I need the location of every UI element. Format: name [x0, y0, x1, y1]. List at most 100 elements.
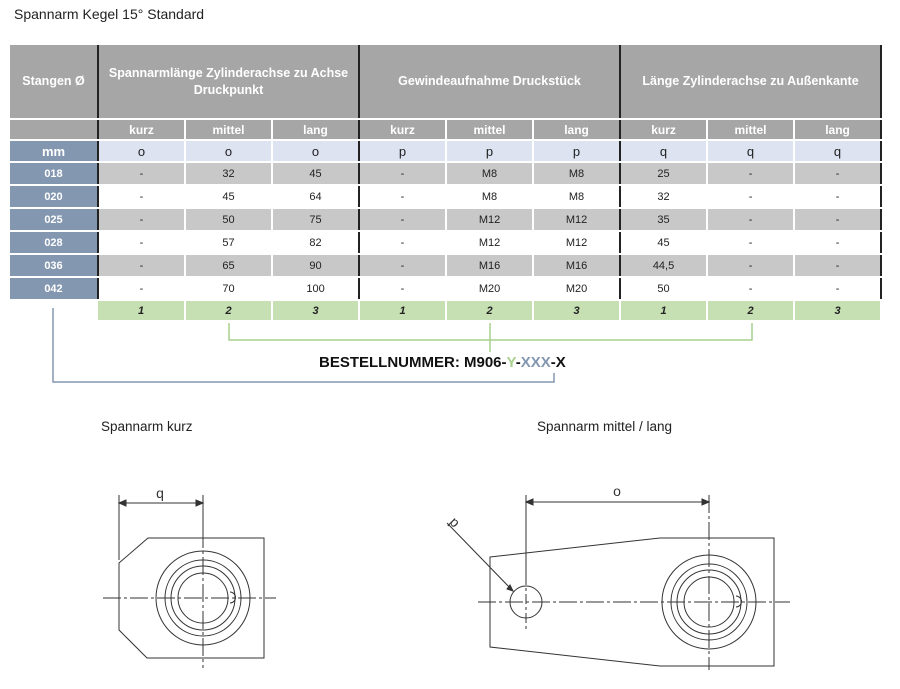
spec-table: Stangen Ø Spannarmlänge Zylinderachse zu… — [10, 45, 883, 322]
table-row: 028 - 57 82 - M12 M12 45 - - — [10, 231, 883, 255]
table-cell: 50 — [620, 277, 709, 301]
table-cell: 45 — [272, 162, 361, 186]
table-cell: - — [98, 208, 186, 232]
table-cell: M16 — [446, 254, 535, 278]
table-cell: - — [98, 254, 186, 278]
table-row: 042 - 70 100 - M20 M20 50 - - — [10, 277, 883, 301]
table-cell: 82 — [272, 231, 361, 255]
subheader-cell: lang — [794, 119, 883, 141]
table-cell: - — [707, 254, 796, 278]
order-separator: - — [515, 354, 521, 371]
table-cell: - — [707, 162, 796, 186]
table-cell: M12 — [533, 208, 622, 232]
table-cell: 100 — [272, 277, 361, 301]
symbol-cell: q — [794, 140, 883, 163]
subheader-cell: kurz — [98, 119, 186, 141]
footer-index: 3 — [272, 300, 361, 322]
table-cell: M16 — [533, 254, 622, 278]
row-diameter: 036 — [10, 254, 99, 278]
table-cell: 65 — [185, 254, 273, 278]
order-prefix: BESTELLNUMMER: M906- — [319, 354, 507, 371]
table-cell: - — [359, 185, 448, 209]
order-suffix: -X — [550, 354, 566, 371]
row-diameter: 025 — [10, 208, 99, 232]
table-cell: - — [359, 231, 448, 255]
table-cell: 35 — [620, 208, 709, 232]
header-stangen: Stangen Ø — [10, 45, 99, 120]
row-diameter: 018 — [10, 162, 99, 186]
table-cell: 64 — [272, 185, 361, 209]
footer-index: 3 — [794, 300, 883, 322]
blue-connector — [52, 308, 555, 383]
subheader-cell: lang — [272, 119, 361, 141]
table-cell: - — [794, 277, 883, 301]
table-cell: - — [359, 254, 448, 278]
header-row: Stangen Ø Spannarmlänge Zylinderachse zu… — [10, 45, 883, 120]
header-group-laenge: Länge Zylinderachse zu Außenkante — [620, 45, 883, 120]
table-cell: - — [359, 277, 448, 301]
header-group-gewindeaufnahme: Gewindeaufnahme Druckstück — [359, 45, 622, 120]
symbol-cell: p — [359, 140, 448, 163]
table-row: 018 - 32 45 - M8 M8 25 - - — [10, 162, 883, 186]
table-row: 025 - 50 75 - M12 M12 35 - - — [10, 208, 883, 232]
table-cell: - — [359, 208, 448, 232]
footer-index: 3 — [533, 300, 622, 322]
table-cell: - — [794, 208, 883, 232]
caption-long-arm: Spannarm mittel / lang — [537, 419, 673, 434]
table-cell: - — [98, 185, 186, 209]
symbol-cell: q — [707, 140, 796, 163]
table-cell: 45 — [185, 185, 273, 209]
table-cell: 25 — [620, 162, 709, 186]
table-cell: 45 — [620, 231, 709, 255]
row-diameter: 042 — [10, 277, 99, 301]
caption-short-arm: Spannarm kurz — [101, 419, 193, 434]
symbol-cell: o — [272, 140, 361, 163]
footer-index-row: 1 2 3 1 2 3 1 2 3 — [10, 300, 883, 322]
table-cell: M12 — [533, 231, 622, 255]
symbol-cell: o — [98, 140, 186, 163]
symbol-cell: o — [185, 140, 273, 163]
table-cell: - — [794, 254, 883, 278]
table-cell: - — [794, 185, 883, 209]
symbol-cell: p — [533, 140, 622, 163]
symbol-cell: q — [620, 140, 709, 163]
subheader-cell: kurz — [359, 119, 448, 141]
subheader-cell: lang — [533, 119, 622, 141]
order-y: Y — [506, 354, 516, 371]
dim-p-label: p — [447, 514, 464, 531]
drawing-long-arm — [446, 495, 790, 670]
footer-index: 2 — [707, 300, 796, 322]
table-cell: 32 — [620, 185, 709, 209]
table-cell: - — [98, 162, 186, 186]
row-diameter: 020 — [10, 185, 99, 209]
order-number: BESTELLNUMMER: M906-Y-XXX-X — [319, 354, 566, 371]
footer-index: 1 — [620, 300, 709, 322]
table-row: 020 - 45 64 - M8 M8 32 - - — [10, 185, 883, 209]
symbol-unit: mm — [10, 140, 99, 163]
table-cell: 75 — [272, 208, 361, 232]
table-cell: - — [707, 208, 796, 232]
symbol-cell: p — [446, 140, 535, 163]
page-title: Spannarm Kegel 15° Standard — [14, 6, 205, 22]
table-cell: 57 — [185, 231, 273, 255]
footer-index: 2 — [446, 300, 535, 322]
table-cell: - — [707, 277, 796, 301]
subheader-cell: mittel — [185, 119, 273, 141]
table-cell: 44,5 — [620, 254, 709, 278]
table-cell: M12 — [446, 231, 535, 255]
green-bracket — [228, 323, 753, 352]
table-cell: M20 — [533, 277, 622, 301]
table-cell: M12 — [446, 208, 535, 232]
drawing-short-arm — [103, 495, 276, 668]
table-row: 036 - 65 90 - M16 M16 44,5 - - — [10, 254, 883, 278]
row-diameter: 028 — [10, 231, 99, 255]
order-xxx: XXX — [520, 354, 551, 371]
dim-o-label: o — [613, 483, 621, 499]
table-cell: - — [707, 231, 796, 255]
table-cell: - — [794, 231, 883, 255]
dim-q-label: q — [156, 485, 164, 501]
table-cell: 90 — [272, 254, 361, 278]
table-cell: - — [794, 162, 883, 186]
table-cell: - — [98, 277, 186, 301]
